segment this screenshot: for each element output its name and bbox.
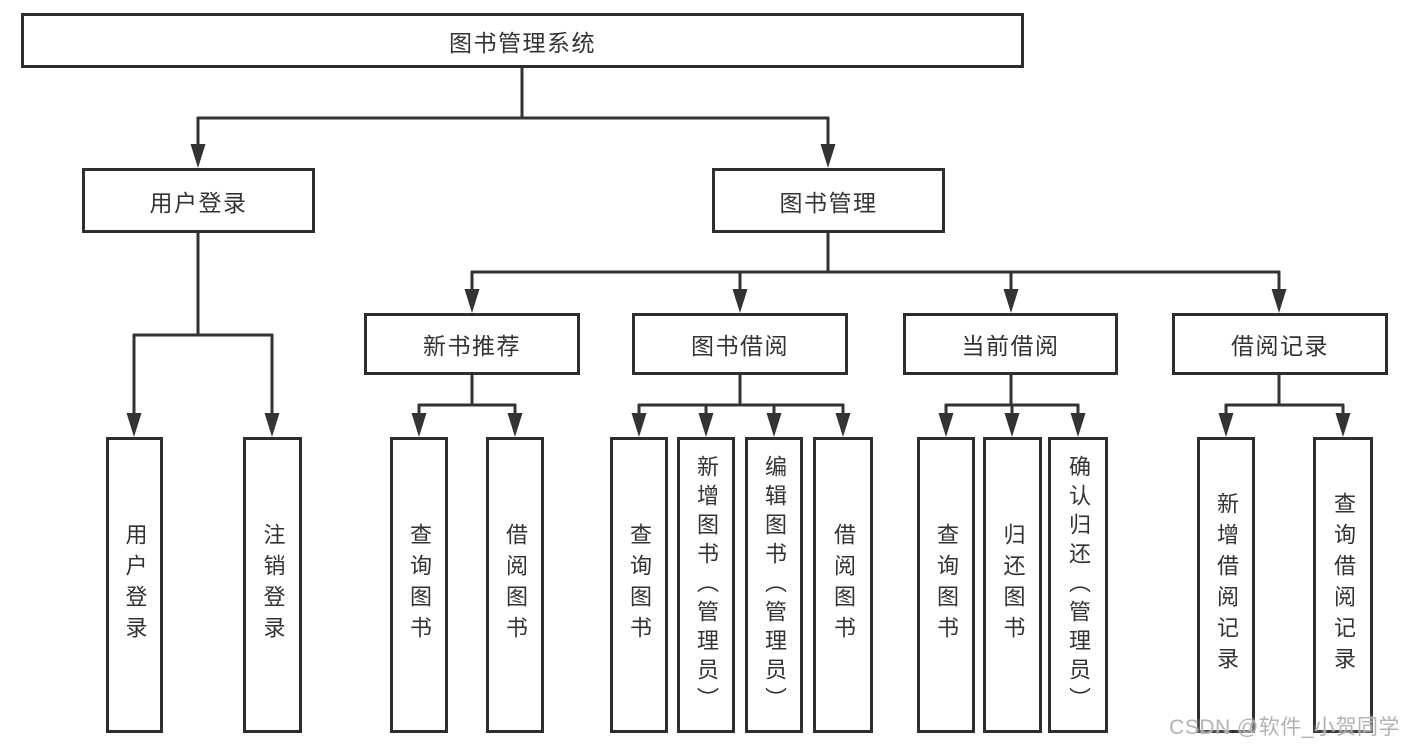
node-label: 图书借阅	[691, 333, 789, 359]
node-label: 新书推荐	[423, 333, 521, 359]
node-label: 用户登录	[122, 523, 148, 647]
leaf-query-books-3: 查询图书	[917, 437, 975, 733]
node-label: 借阅记录	[1231, 333, 1329, 359]
node-label: 注销登录	[260, 523, 286, 647]
arrowheads	[126, 144, 1351, 437]
node-current-borrow: 当前借阅	[903, 313, 1118, 375]
node-label: 图书管理	[779, 189, 878, 216]
leaf-borrow-books-2: 借阅图书	[813, 437, 873, 733]
node-new-book-recommend: 新书推荐	[364, 313, 580, 375]
node-user-login-branch: 用户登录	[82, 168, 315, 233]
leaf-edit-book-admin: 编辑图书（管理员）	[745, 437, 803, 733]
node-label: 图书管理系统	[449, 29, 596, 56]
leaf-confirm-return-admin: 确认归还（管理员）	[1048, 437, 1108, 733]
node-label: 确认归还（管理员）	[1066, 454, 1091, 716]
leaf-query-borrow-record: 查询借阅记录	[1313, 437, 1373, 733]
node-label: 借阅图书	[831, 523, 856, 647]
node-label: 查询图书	[934, 523, 959, 647]
leaf-return-book: 归还图书	[983, 437, 1042, 733]
node-label: 新增图书（管理员）	[694, 454, 719, 716]
node-label: 编辑图书（管理员）	[762, 454, 787, 716]
node-borrow-records: 借阅记录	[1172, 313, 1388, 375]
node-book-borrow: 图书借阅	[632, 313, 848, 375]
node-label: 查询借阅记录	[1331, 492, 1356, 678]
leaf-add-borrow-record: 新增借阅记录	[1197, 437, 1255, 733]
leaf-logout: 注销登录	[243, 437, 302, 733]
leaf-user-login: 用户登录	[106, 437, 163, 733]
csdn-watermark: CSDN @软件_小贺同学	[1169, 716, 1400, 739]
node-label: 新增借阅记录	[1214, 492, 1239, 678]
leaf-query-books-2: 查询图书	[610, 437, 668, 733]
leaf-borrow-books-1: 借阅图书	[486, 437, 544, 733]
node-label: 借阅图书	[503, 523, 528, 647]
node-label: 查询图书	[627, 523, 652, 647]
node-label: 查询图书	[407, 523, 432, 647]
node-label: 用户登录	[149, 189, 248, 216]
node-label: 归还图书	[1000, 523, 1026, 647]
node-label: 当前借阅	[961, 333, 1060, 359]
node-book-management-branch: 图书管理	[712, 168, 945, 233]
leaf-add-book-admin: 新增图书（管理员）	[677, 437, 735, 733]
node-library-system: 图书管理系统	[21, 13, 1024, 68]
leaf-query-books-1: 查询图书	[390, 437, 448, 733]
